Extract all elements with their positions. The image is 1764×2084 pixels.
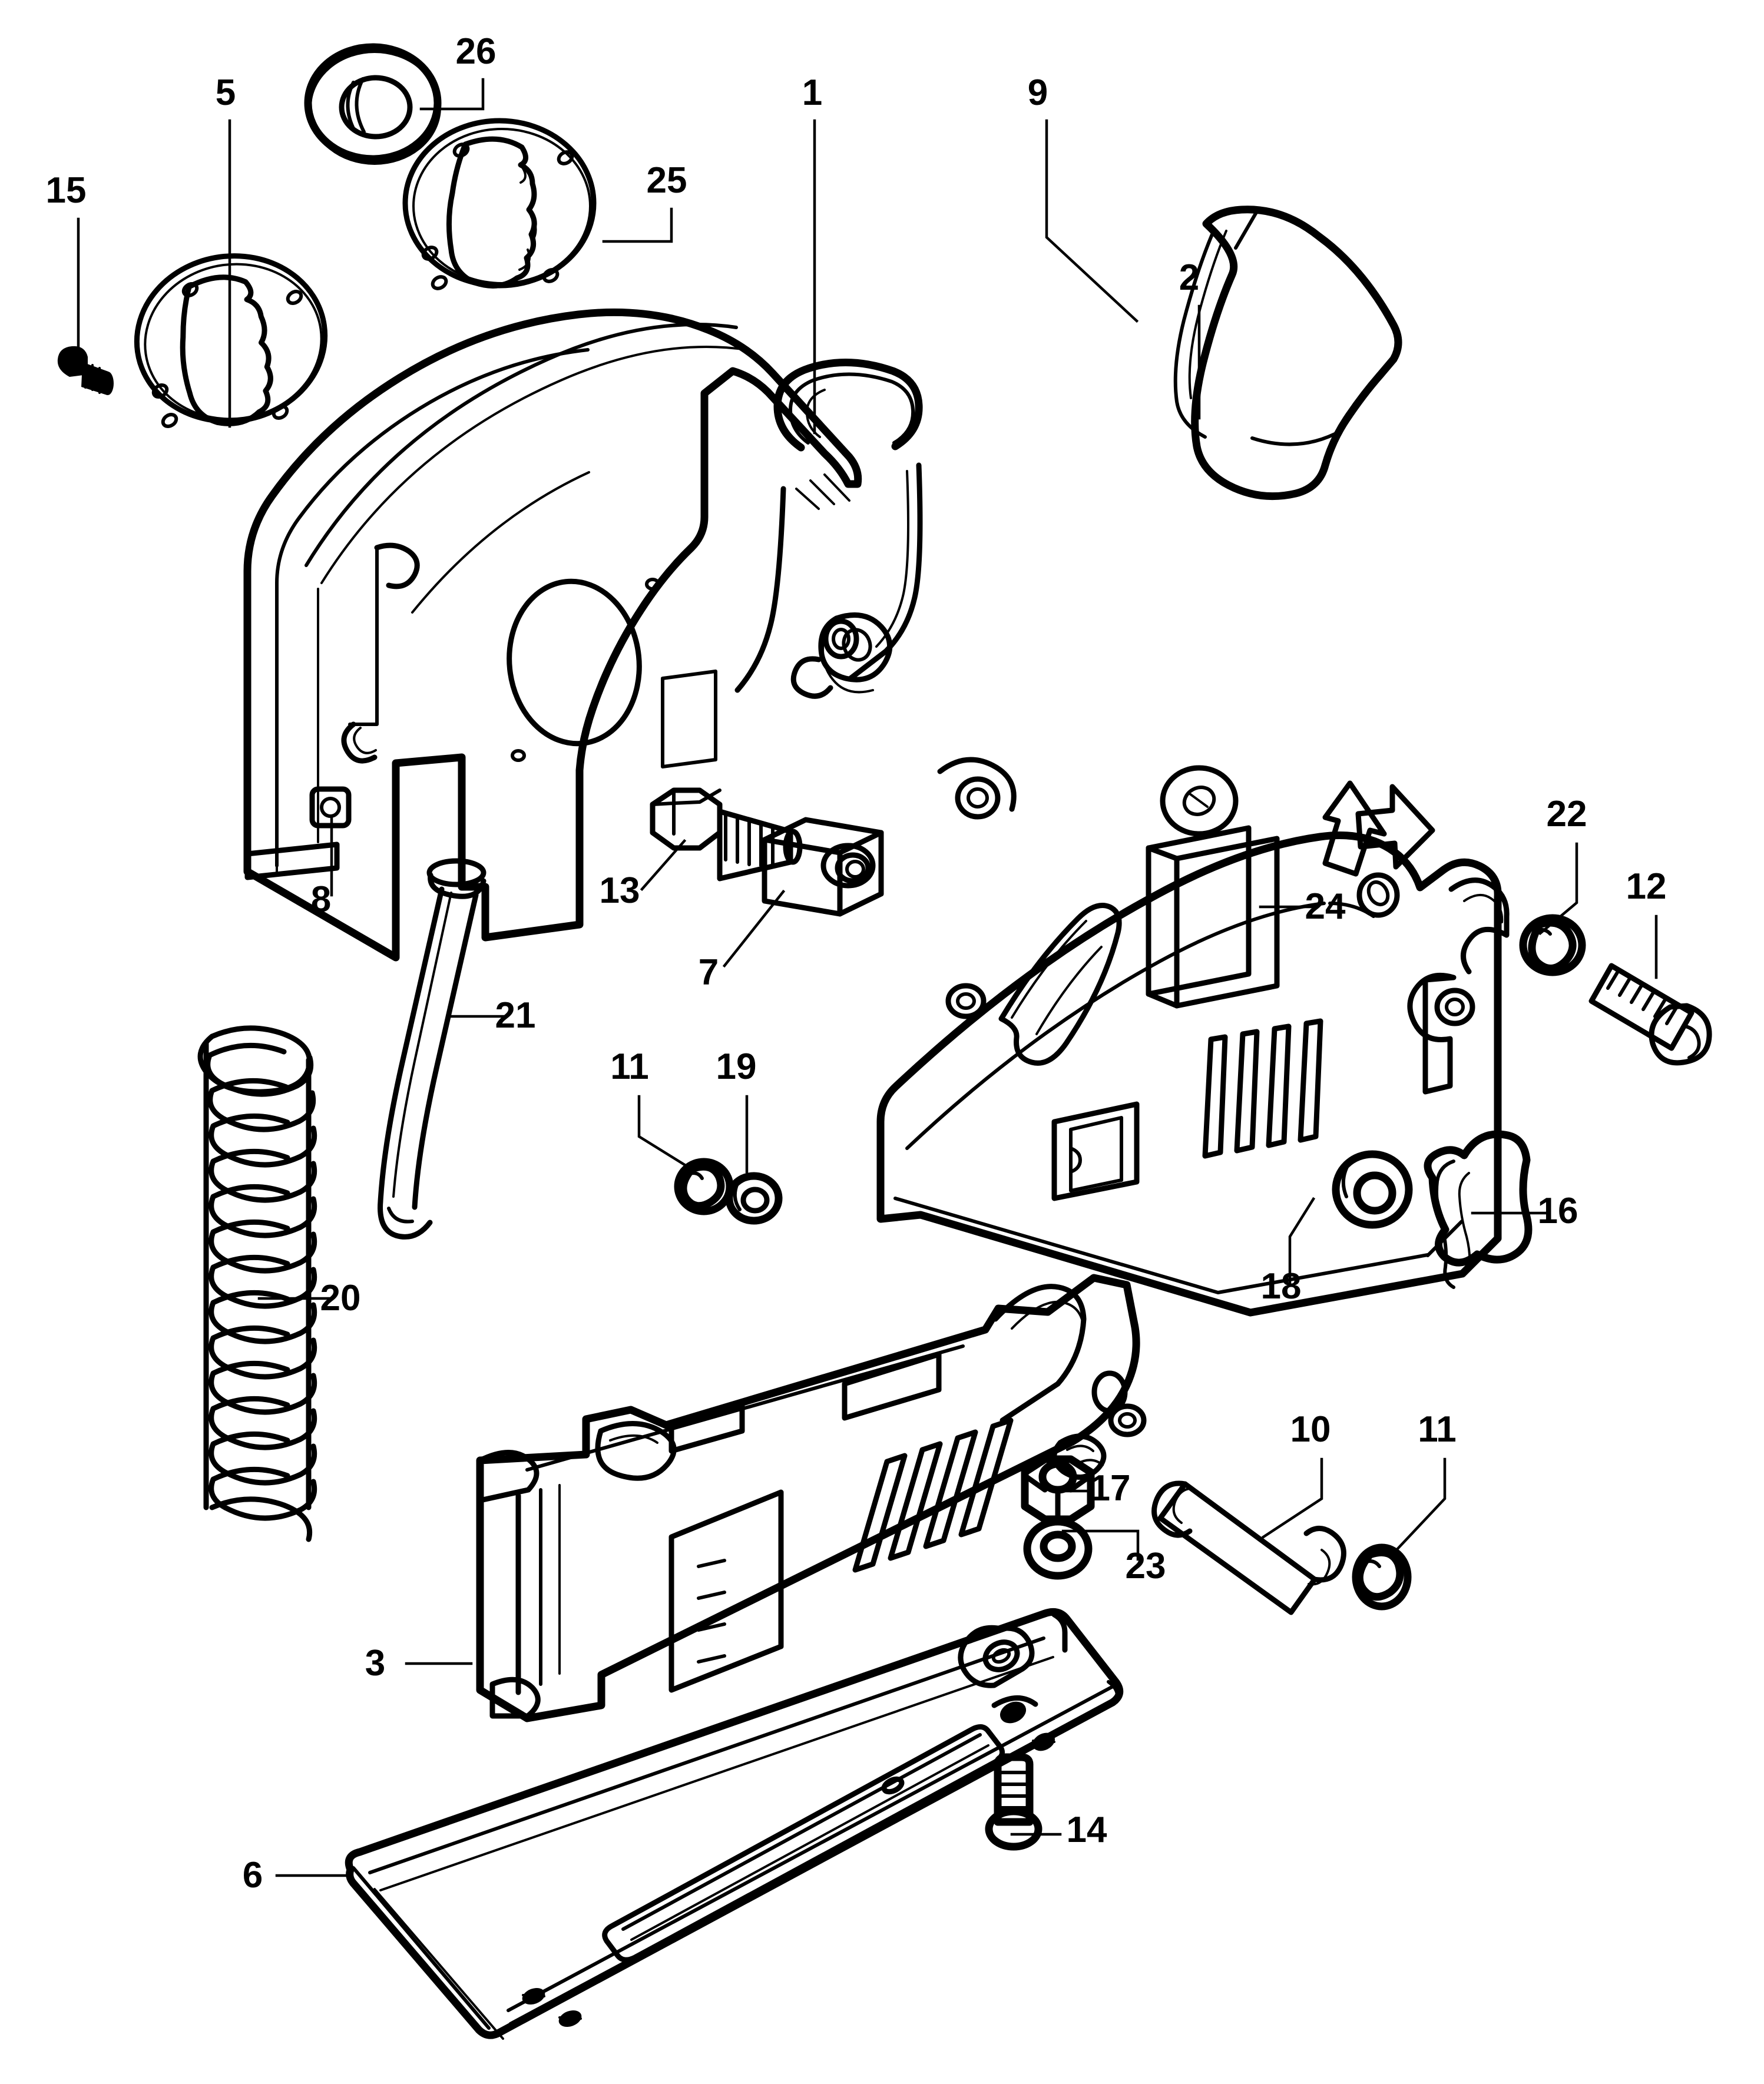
part-26-seal-ring: [304, 43, 442, 165]
callout-number-fixing-screw-small[interactable]: 15: [46, 170, 87, 211]
callout-number-star-clamp-knob[interactable]: 16: [1538, 1191, 1578, 1231]
callout-number-retaining-clip-a[interactable]: 11: [610, 1046, 649, 1087]
part-12-slotted-screw-long: [1588, 963, 1712, 1066]
callout-number-base-shoe-plate[interactable]: 6: [243, 1855, 263, 1896]
callout-leader-slide-block: [722, 889, 786, 968]
part-14-pan-head-screw: [985, 1753, 1042, 1851]
arrow-up-left-icon: [1322, 780, 1387, 877]
callout-number-pivot-pin-long[interactable]: 10: [1290, 1409, 1331, 1450]
callout-leader-lines: [77, 78, 1658, 1877]
part-7-slide-block: [762, 817, 884, 917]
arrow-right-icon: [1355, 784, 1435, 870]
callout-number-gasket-outer[interactable]: 5: [216, 72, 236, 113]
part-21-guide-rod: [378, 858, 486, 1240]
callout-number-compression-spring[interactable]: 20: [320, 1278, 361, 1318]
callout-number-slide-block[interactable]: 7: [699, 952, 719, 993]
callout-number-hex-nut[interactable]: 17: [1090, 1468, 1131, 1509]
part-18-flat-washer-large: [1332, 1150, 1413, 1229]
callout-numbers: 1235678910111112131415161718192021222324…: [46, 31, 1667, 1896]
part-11-retaining-clip-b: [1352, 1543, 1412, 1611]
part-1-main-guard-housing: [243, 308, 923, 962]
callout-leader-flat-washer-medium: [1061, 1529, 1140, 1561]
callout-number-slotted-screw-long[interactable]: 12: [1626, 866, 1667, 907]
callout-number-pan-head-screw[interactable]: 14: [1067, 1810, 1107, 1850]
spring-coil-group: [205, 1042, 317, 1521]
part-13-hex-head-bolt: [650, 787, 803, 882]
part-24-identification-label: [1146, 825, 1280, 1009]
callout-number-housing-foot[interactable]: 8: [311, 879, 331, 920]
part-6-base-shoe-plate: [345, 1608, 1124, 2040]
part-15-fixing-screw: [57, 346, 114, 395]
part-19-flat-washer-small: [725, 1172, 783, 1225]
part-16-star-clamp-knob: [1424, 1130, 1533, 1289]
callout-number-hex-head-bolt[interactable]: 13: [600, 870, 640, 911]
callout-number-side-cover-plate[interactable]: 2: [1179, 257, 1199, 298]
callout-leader-spring-washer: [1538, 842, 1578, 936]
callout-number-seal-ring[interactable]: 26: [456, 31, 497, 72]
callout-leader-flat-washer-large: [1288, 1197, 1316, 1285]
callout-number-lower-guard-housing[interactable]: 3: [365, 1643, 385, 1684]
callout-number-spring-washer[interactable]: 22: [1547, 794, 1587, 834]
part-9-dust-chute-elbow: [1173, 206, 1402, 501]
callout-number-identification-label[interactable]: 24: [1305, 886, 1346, 927]
callout-leader-pivot-pin-long: [1261, 1457, 1323, 1539]
callout-number-flat-washer-medium[interactable]: 23: [1126, 1546, 1166, 1586]
callout-number-flat-washer-large[interactable]: 18: [1261, 1266, 1302, 1307]
part-5-outer-gasket: [134, 253, 328, 428]
part-23-flat-washer-medium: [1023, 1518, 1093, 1580]
part-2-side-cover-plate: [876, 757, 1510, 1317]
vent-slots-group: [1202, 1018, 1323, 1159]
callout-number-flat-washer-small[interactable]: 19: [716, 1046, 757, 1087]
part-20-compression-spring: [197, 1025, 317, 1542]
callout-leader-retaining-clip-a: [637, 1095, 693, 1171]
callout-number-main-guard-housing[interactable]: 1: [802, 72, 822, 113]
lower-vent-slots: [852, 1417, 1014, 1573]
callout-leader-seal-ring: [419, 78, 485, 111]
part-10-pivot-pin: [1151, 1480, 1346, 1615]
callout-leader-gasket-inner: [602, 207, 673, 243]
callout-leader-retaining-clip-b: [1395, 1457, 1447, 1551]
part-25-inner-gasket: [402, 118, 597, 290]
callout-leader-dust-chute-elbow: [1045, 119, 1139, 323]
callout-leader-hex-head-bolt: [640, 839, 687, 892]
callout-number-guide-rod[interactable]: 21: [495, 995, 536, 1036]
callout-number-retaining-clip-b[interactable]: 11: [1418, 1409, 1457, 1450]
callout-number-dust-chute-elbow[interactable]: 9: [1028, 72, 1048, 113]
part-22-spring-washer: [1519, 914, 1586, 976]
callout-number-gasket-inner[interactable]: 25: [647, 160, 687, 201]
